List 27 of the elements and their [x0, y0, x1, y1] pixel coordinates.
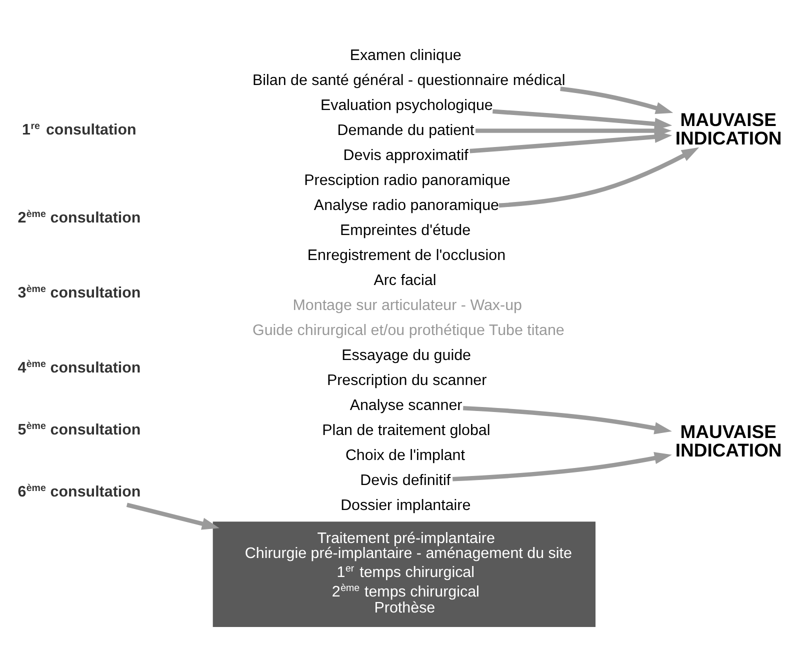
- node-text: Essayage du guide: [341, 346, 470, 364]
- node-text: MAUVAISE INDICATION: [674, 108, 782, 148]
- node-text: Enregistrement de l'occlusion: [306, 246, 506, 264]
- node-text: Devis definitif: [360, 471, 450, 488]
- node-text: 4$^{ème}$ consultation: [17, 358, 140, 376]
- node-text: 3$^{ème}$ consultation: [17, 284, 140, 302]
- node-text: Analyse scanner: [349, 396, 462, 414]
- node-text: Devis approximatif: [342, 146, 468, 164]
- node-text: 6$^{ème}$ consultation: [17, 482, 140, 500]
- node-text: 2$^{ème}$ consultation: [17, 208, 140, 226]
- node-text: Arc facial: [373, 271, 436, 288]
- node-text: Choix de l'implant: [344, 446, 464, 464]
- node-text: Demande du patient: [336, 121, 474, 138]
- node-text: 1$^{re}$ consultation: [22, 120, 136, 138]
- node-text: Plan de traitement global: [322, 421, 490, 438]
- node-text: Evaluation psychologique: [320, 96, 492, 114]
- node-text: Prescription du scanner: [326, 371, 486, 388]
- node-text: Examen clinique: [349, 46, 461, 64]
- node-text: Bilan de santé général - questionnaire médical: [252, 71, 565, 88]
- node-text: MAUVAISE INDICATION: [674, 420, 782, 460]
- node-text: Guide chirurgical et/ou prothétique Tube titane: [252, 321, 564, 338]
- node-text: Dossier implantaire: [340, 496, 470, 514]
- node-text: 5$^{ème}$ consultation: [17, 420, 140, 438]
- node-text: Montage sur articulateur - Wax-up: [292, 296, 522, 314]
- node-text: Presciption radio panoramique: [304, 171, 510, 188]
- node-text: Empreintes d'étude: [340, 221, 470, 238]
- node-text: Analyse radio panoramique: [313, 196, 499, 214]
